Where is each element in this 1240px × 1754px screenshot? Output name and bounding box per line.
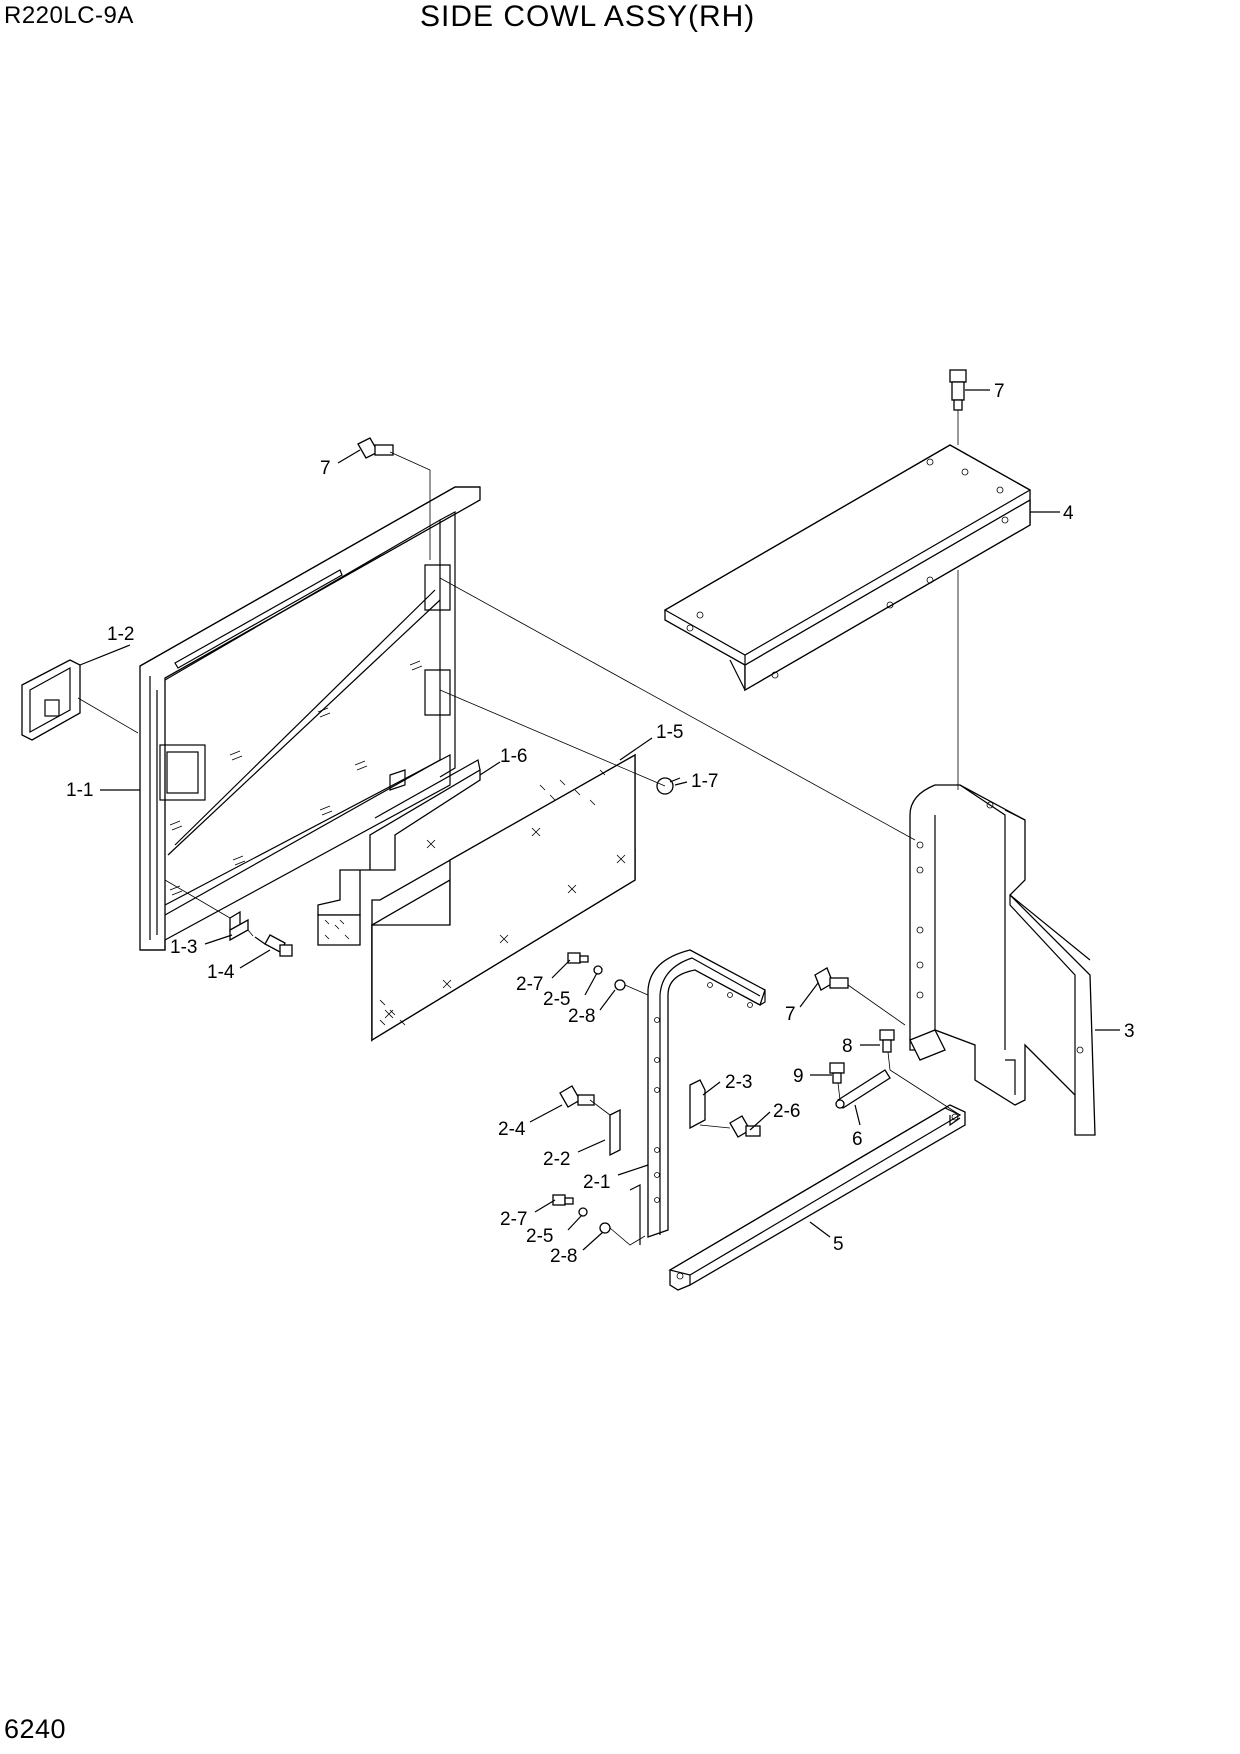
callout-1-2: 1-2	[107, 624, 134, 645]
callout-2-8-lower: 2-8	[550, 1246, 577, 1267]
callout-2-3: 2-3	[725, 1072, 752, 1093]
fastener-group	[357, 369, 967, 1234]
callout-4: 4	[1063, 503, 1074, 524]
callout-1-4: 1-4	[207, 962, 235, 983]
seal-strip-part	[317, 759, 481, 946]
callout-5: 5	[833, 1234, 844, 1255]
vertical-stay-part	[629, 949, 766, 1245]
door-frame-part	[139, 486, 481, 951]
callout-1-7: 1-7	[691, 771, 718, 792]
top-bracket-part	[663, 444, 1032, 692]
model-code: R220LC-9A	[4, 2, 134, 29]
callout-1-6: 1-6	[500, 746, 527, 767]
callout-7-middle: 7	[785, 1004, 796, 1025]
small-bracket-part	[229, 910, 249, 942]
callout-2-8-upper: 2-8	[568, 1006, 595, 1027]
grommet-part	[656, 777, 681, 795]
latch-part	[21, 659, 81, 741]
bolt-part	[254, 934, 293, 957]
assembly-guide-lines	[77, 410, 961, 1246]
stay-bracket-left-part	[609, 1108, 621, 1157]
callout-7-top-right: 7	[994, 381, 1005, 402]
callout-2-7-upper: 2-7	[516, 974, 543, 995]
callout-2-7-lower: 2-7	[500, 1209, 527, 1230]
insulation-panel-part	[371, 753, 636, 1043]
callout-3: 3	[1124, 1021, 1135, 1042]
diagram-title: SIDE COWL ASSY(RH)	[420, 0, 756, 33]
stay-bracket-right-part	[689, 1079, 706, 1130]
page-number: 6240	[4, 1714, 67, 1744]
callout-2-5-lower: 2-5	[526, 1226, 553, 1247]
callout-leaders	[79, 389, 1120, 1251]
callout-2-1: 2-1	[583, 1172, 610, 1193]
callout-2-2: 2-2	[543, 1149, 570, 1170]
callout-1-3: 1-3	[170, 937, 197, 958]
lower-rail-part	[668, 1104, 966, 1291]
callout-1-1: 1-1	[66, 780, 93, 801]
callout-labels: 7 1-2 1-1 1-6 1-5 1-7 1-3 1-4 7 4 2-7 2-…	[66, 381, 1135, 1267]
callout-2-4: 2-4	[498, 1119, 526, 1140]
callout-1-5: 1-5	[656, 722, 683, 743]
callout-2-5-upper: 2-5	[543, 989, 570, 1010]
side-plate-part	[909, 784, 1096, 1136]
callout-7-upper-left: 7	[320, 458, 331, 479]
callout-8: 8	[842, 1036, 853, 1057]
callout-9: 9	[793, 1066, 804, 1087]
callout-2-6: 2-6	[773, 1101, 800, 1122]
callout-6: 6	[852, 1129, 863, 1150]
